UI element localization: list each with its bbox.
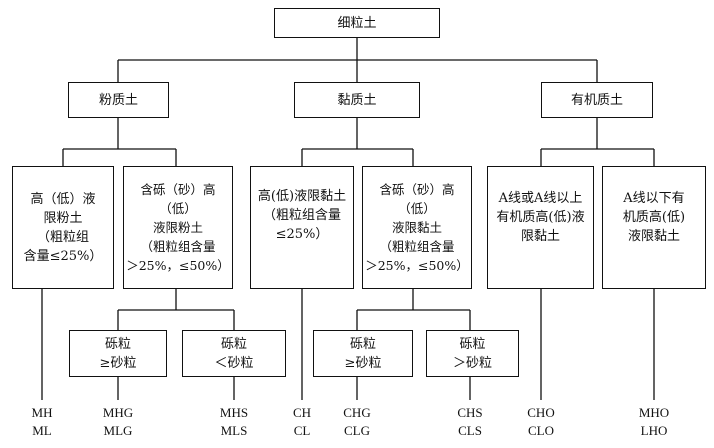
code-high: MHG	[102, 405, 134, 420]
code-low: MLS	[220, 423, 248, 438]
subclass-silt-gravel-lt-node: 砾粒 ＜砂粒	[182, 330, 286, 377]
class-silt-fine-label: 高（低）液 限粉土 （粗粒组 含量≤25%）	[23, 191, 103, 264]
subclass-silt-gravel-ge-node: 砾粒 ≥砂粒	[69, 330, 167, 377]
code-low: MLG	[103, 423, 133, 438]
class-organic-above-node: A线或A线以上 有机质高(低)液 限黏土	[487, 166, 594, 289]
code-low: LHO	[640, 423, 668, 438]
class-organic-above-label: A线或A线以上 有机质高(低)液 限黏土	[496, 191, 585, 244]
group-clay-label: 黏质土	[337, 92, 377, 108]
class-clay-fine-node: 高(低)液限黏土 （粗粒组含量 ≤25%）	[250, 166, 354, 289]
group-organic-node: 有机质土	[541, 82, 653, 118]
group-silt-label: 粉质土	[98, 92, 138, 108]
subclass-clay-gravel-gt-node: 砾粒 ＞砂粒	[426, 330, 519, 377]
code-low: CLG	[344, 423, 370, 438]
code-high: CHG	[343, 405, 371, 420]
code-label: CH CL	[277, 404, 327, 440]
class-organic-below-node: A线以下有 机质高(低) 液限黏土	[602, 166, 706, 289]
code-low: CLS	[458, 423, 482, 438]
subclass-clay-gravel-gt-label: 砾粒 ＞砂粒	[452, 336, 492, 371]
code-label: CHO CLO	[516, 404, 566, 440]
class-silt-gravel-label: 含砾（砂）高（低） 液限粉土 （粗粒组含量 ＞25%，≤50%）	[126, 182, 230, 273]
code-low: ML	[32, 423, 52, 438]
subclass-clay-gravel-ge-label: 砾粒 ≥砂粒	[344, 336, 382, 371]
code-label: CHG CLG	[332, 404, 382, 440]
code-high: MHS	[219, 405, 249, 420]
subclass-silt-gravel-lt-label: 砾粒 ＜砂粒	[214, 336, 254, 371]
code-high: MHO	[638, 405, 670, 420]
class-clay-gravel-label: 含砾（砂）高（低） 液限黏土 （粗粒组含量 ＞25%，≤50%）	[365, 182, 469, 273]
code-low: CLO	[528, 423, 554, 438]
code-label: MH ML	[17, 404, 67, 440]
root-label: 细粒土	[337, 15, 377, 31]
class-silt-fine-node: 高（低）液 限粉土 （粗粒组 含量≤25%）	[12, 166, 114, 289]
root-node: 细粒土	[274, 8, 440, 38]
code-label: CHS CLS	[445, 404, 495, 440]
code-high: CH	[292, 405, 312, 420]
code-label: MHG MLG	[93, 404, 143, 440]
class-organic-below-label: A线以下有 机质高(低) 液限黏土	[622, 191, 686, 244]
subclass-clay-gravel-ge-node: 砾粒 ≥砂粒	[313, 330, 413, 377]
subclass-silt-gravel-ge-label: 砾粒 ≥砂粒	[99, 336, 137, 371]
code-high: CHO	[527, 405, 555, 420]
code-high: CHS	[457, 405, 483, 420]
code-low: CL	[293, 423, 311, 438]
code-label: MHO LHO	[629, 404, 679, 440]
code-label: MHS MLS	[209, 404, 259, 440]
group-clay-node: 黏质土	[294, 82, 420, 118]
group-organic-label: 有机质土	[570, 92, 623, 108]
group-silt-node: 粉质土	[68, 82, 169, 118]
code-high: MH	[31, 405, 53, 420]
class-clay-fine-label: 高(低)液限黏土 （粗粒组含量 ≤25%）	[257, 189, 347, 242]
class-silt-gravel-node: 含砾（砂）高（低） 液限粉土 （粗粒组含量 ＞25%，≤50%）	[123, 166, 233, 289]
class-clay-gravel-node: 含砾（砂）高（低） 液限黏土 （粗粒组含量 ＞25%，≤50%）	[362, 166, 472, 289]
